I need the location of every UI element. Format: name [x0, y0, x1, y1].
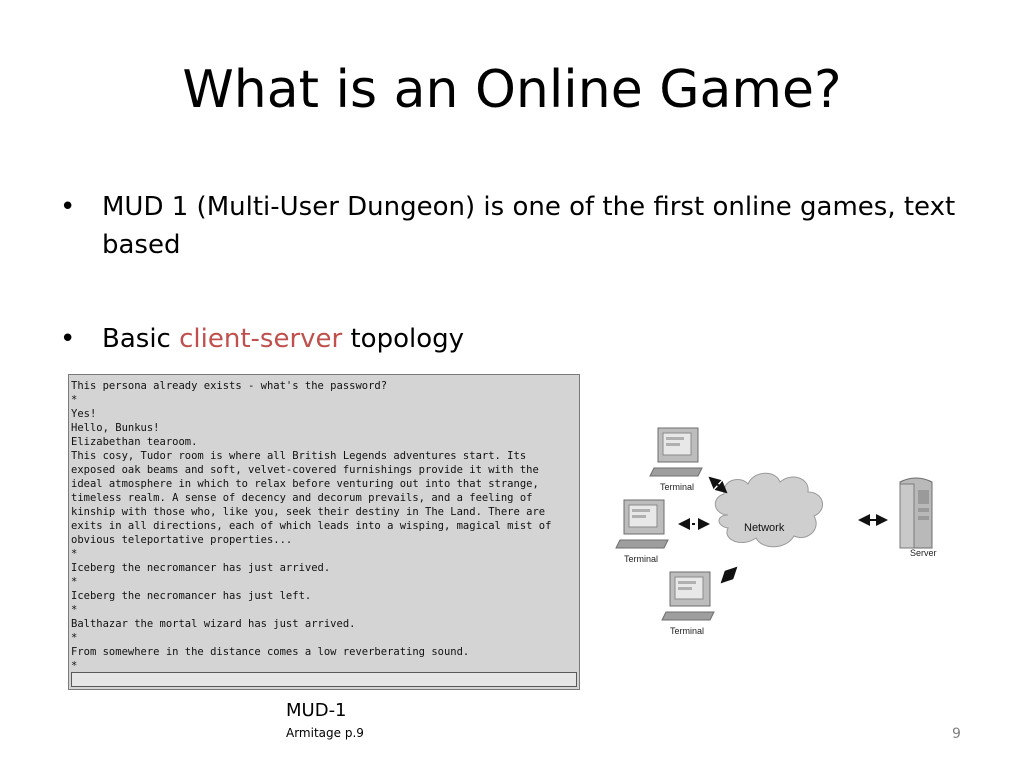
bullet-text-highlight: client-server — [179, 324, 343, 354]
slide-title: What is an Online Game? — [182, 60, 842, 120]
terminal-output: This persona already exists - what's the… — [71, 379, 577, 673]
terminal-label-top: Terminal — [660, 482, 694, 492]
bullet-text-after: topology — [342, 324, 465, 354]
server-label: Server — [910, 548, 937, 558]
page-number: 9 — [952, 726, 961, 742]
terminal-label-middle: Terminal — [624, 554, 658, 564]
network-diagram-svg: Network Terminal Terminal Terminal — [615, 427, 937, 636]
client-server-diagram: Network Terminal Terminal Terminal — [610, 420, 960, 645]
terminal-label-bottom: Terminal — [670, 626, 704, 636]
terminal-line: * — [71, 576, 78, 588]
terminal-line: obvious teleportative properties... — [71, 534, 293, 546]
terminal-line: * — [71, 548, 78, 560]
bullet-item-topology: • Basic client-server topology — [60, 320, 980, 358]
mud-terminal-screenshot: This persona already exists - what's the… — [68, 374, 580, 690]
terminal-line: ideal atmosphere in which to relax befor… — [71, 478, 539, 490]
terminal-line: timeless realm. A sense of decency and d… — [71, 492, 533, 504]
terminal-line: From somewhere in the distance comes a l… — [71, 646, 470, 658]
terminal-line: Balthazar the mortal wizard has just arr… — [71, 618, 356, 630]
bullet-marker: • — [60, 192, 76, 222]
terminal-line: Elizabethan tearoom. — [71, 436, 198, 448]
terminal-line: * — [71, 632, 78, 644]
computer-icon — [615, 499, 669, 549]
terminal-line: This persona already exists - what's the… — [71, 380, 388, 392]
network-cloud-icon — [714, 472, 823, 548]
terminal-line: Hello, Bunkus! — [71, 422, 160, 434]
computer-icon — [649, 427, 703, 477]
network-label: Network — [744, 522, 785, 534]
terminal-line: * — [71, 604, 78, 616]
terminal-line: This cosy, Tudor room is where all Briti… — [71, 450, 527, 462]
terminal-input-bar — [71, 672, 577, 687]
terminal-line: Iceberg the necromancer has just arrived… — [71, 562, 331, 574]
link-arrow-bottom — [720, 566, 738, 584]
terminal-line: Yes! — [71, 408, 97, 420]
figure-source: Armitage p.9 — [286, 726, 364, 740]
terminal-line: exposed oak beams and soft, velvet-cover… — [71, 464, 539, 476]
terminal-line: * — [71, 394, 78, 406]
figure-caption: MUD-1 — [286, 700, 347, 721]
link-arrow-top — [708, 476, 728, 494]
terminal-line: exits in all directions, each of which l… — [71, 520, 552, 532]
server-icon — [899, 477, 933, 549]
bullet-text-before: Basic — [102, 324, 180, 354]
terminal-line: * — [71, 660, 78, 672]
bullet-text: MUD 1 (Multi-User Dungeon) is one of the… — [102, 192, 956, 260]
bullet-list: • MUD 1 (Multi-User Dungeon) is one of t… — [60, 188, 980, 358]
computer-icon — [661, 571, 715, 621]
bullet-item-mud: • MUD 1 (Multi-User Dungeon) is one of t… — [60, 188, 980, 264]
bullet-marker: • — [60, 324, 76, 354]
terminal-line: Iceberg the necromancer has just left. — [71, 590, 312, 602]
terminal-line: kinship with those who, like you, seek t… — [71, 506, 546, 518]
